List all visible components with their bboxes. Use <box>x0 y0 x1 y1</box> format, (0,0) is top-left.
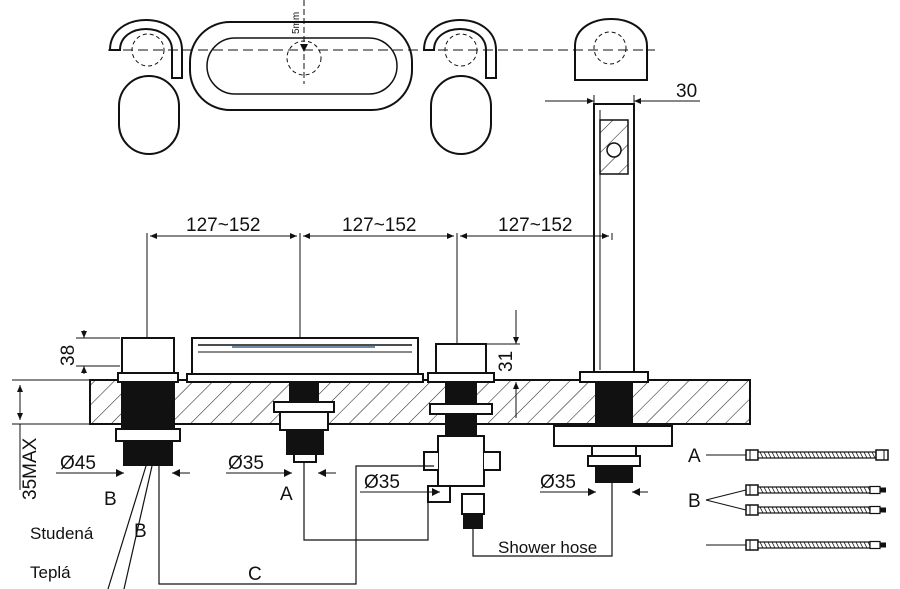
right-handle-side <box>423 343 501 529</box>
dim-dia35-shower <box>540 488 648 496</box>
dim-dia35-valve <box>360 488 440 496</box>
label-b-upper: B <box>104 489 117 510</box>
spacing-dims <box>146 233 613 360</box>
top-shower-holder <box>574 18 648 81</box>
dim-35max <box>12 379 92 490</box>
top-left-handle-circle <box>131 33 165 67</box>
label-a: A <box>280 484 293 505</box>
top-spout-outer <box>189 21 413 111</box>
hose-b2-icon <box>745 504 886 516</box>
top-shower-circle <box>593 31 627 65</box>
legend-b-label: B <box>688 491 701 512</box>
dim-31 <box>486 310 520 418</box>
dim-dia45-label: Ø45 <box>60 453 96 474</box>
top-dip-label: 5mm <box>291 12 302 34</box>
dim-dia35-mid <box>226 469 336 477</box>
dim-dia35-mid-label: Ø35 <box>228 453 264 474</box>
top-left-handle <box>108 19 183 79</box>
legend-a-label: A <box>688 446 701 467</box>
dim-dia35-shower-label: Ø35 <box>540 472 576 493</box>
deck-section <box>89 379 751 425</box>
dim-38-label: 38 <box>58 345 79 366</box>
top-right-handle-circle <box>444 33 478 67</box>
connection-lines <box>107 462 613 589</box>
spout-side <box>186 337 424 463</box>
top-left-handle-body <box>118 75 180 155</box>
label-hot: Teplá <box>30 563 71 582</box>
shower-base-side <box>553 371 673 483</box>
top-dip-arrow <box>300 44 308 52</box>
top-right-handle <box>422 19 497 79</box>
top-view <box>108 0 655 155</box>
hand-shower <box>593 103 635 375</box>
dim-dia35-valve-label: Ø35 <box>364 472 400 493</box>
spacing-3-label: 127~152 <box>498 215 573 236</box>
dim-35max-label: 35MAX <box>20 437 41 500</box>
label-c: C <box>248 564 262 585</box>
dim-38 <box>76 330 120 374</box>
dim-30 <box>545 95 700 110</box>
label-cold: Studená <box>30 524 94 543</box>
hose-legend: A B <box>688 446 889 551</box>
label-shower-hose: Shower hose <box>498 538 597 557</box>
hose-c-icon <box>745 539 886 551</box>
top-spout-inner <box>206 37 398 95</box>
shower-head-grille <box>599 119 629 175</box>
spacing-1-label: 127~152 <box>186 215 261 236</box>
dim-31-label: 31 <box>496 351 517 372</box>
left-handle-side <box>115 337 181 466</box>
dim-dia45 <box>56 469 190 477</box>
dim-30-label: 30 <box>676 81 697 102</box>
hose-b1-icon <box>745 484 886 496</box>
shower-head-button-icon <box>606 142 622 158</box>
spacing-2-label: 127~152 <box>342 215 417 236</box>
label-b-lower: B <box>134 521 147 542</box>
top-right-handle-body <box>430 75 492 155</box>
hose-a-icon <box>745 449 889 461</box>
